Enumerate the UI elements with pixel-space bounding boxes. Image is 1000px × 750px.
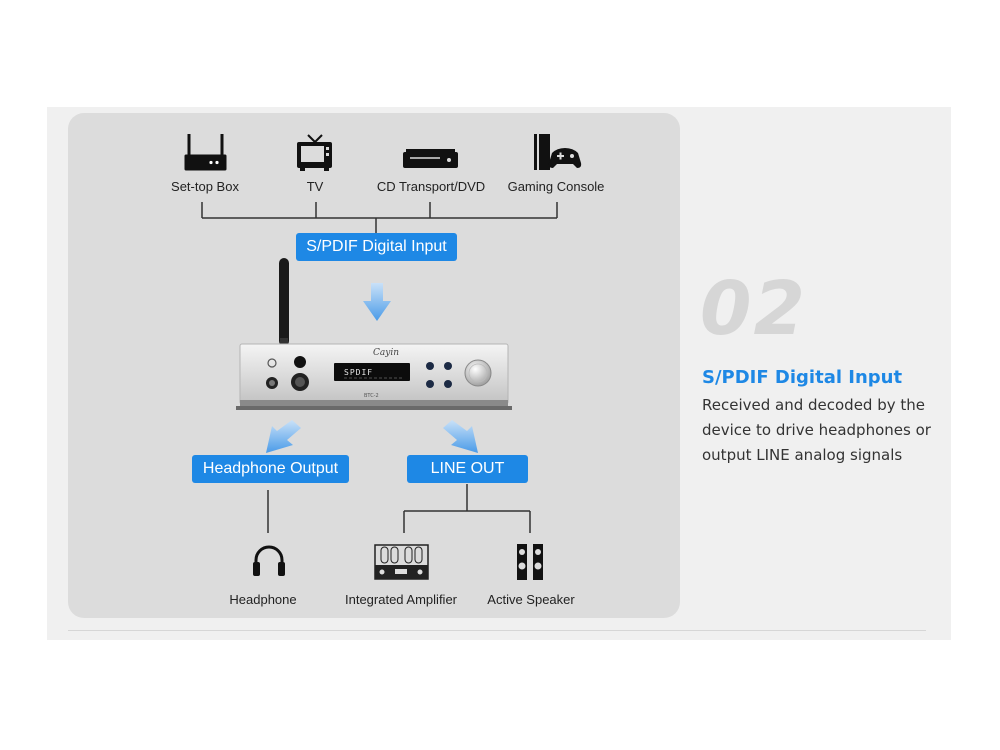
sink-label-active-speaker: Active Speaker — [487, 592, 575, 607]
source-label-cd-transport: CD Transport/DVD — [376, 179, 486, 194]
speaker-icon — [517, 544, 543, 580]
sink-label-headphone: Headphone — [229, 592, 297, 607]
dac-device: Cayin SPDIF BTC-2 — [236, 258, 512, 410]
tv-icon — [297, 134, 332, 171]
input-arrow — [363, 283, 391, 321]
device-model-text: BTC-2 — [364, 393, 379, 399]
source-label-gaming-console: Gaming Console — [507, 179, 605, 194]
source-label-tv: TV — [306, 179, 324, 194]
feature-number: 02 — [700, 266, 807, 352]
game-console-icon — [534, 134, 582, 170]
feature-description-line: Received and decoded by the — [702, 396, 926, 414]
source-label-set-top-box: Set-top Box — [171, 179, 239, 194]
feature-description-line: device to drive headphones or — [702, 421, 931, 439]
output-lines — [267, 484, 531, 533]
line-out-badge: LINE OUT — [407, 455, 528, 483]
svg-text:Cayin: Cayin — [373, 348, 399, 358]
line-out-arrow — [443, 420, 478, 453]
router-icon — [184, 134, 227, 171]
feature-description-line: output LINE analog signals — [702, 446, 903, 464]
headphone-output-badge: Headphone Output — [192, 455, 349, 483]
feature-title: S/PDIF Digital Input — [702, 367, 903, 388]
sink-label-integrated-amplifier: Integrated Amplifier — [344, 592, 458, 607]
dvd-player-icon — [403, 149, 458, 168]
spdif-input-badge: S/PDIF Digital Input — [296, 233, 457, 261]
amplifier-icon — [374, 544, 429, 580]
headphone-icon — [253, 545, 285, 576]
bottom-divider — [68, 630, 926, 631]
device-display-text: SPDIF — [344, 368, 373, 377]
feature-description: Received and decoded by the device to dr… — [702, 393, 952, 468]
source-bus-lines — [201, 202, 558, 233]
headphone-output-arrow — [266, 420, 301, 453]
